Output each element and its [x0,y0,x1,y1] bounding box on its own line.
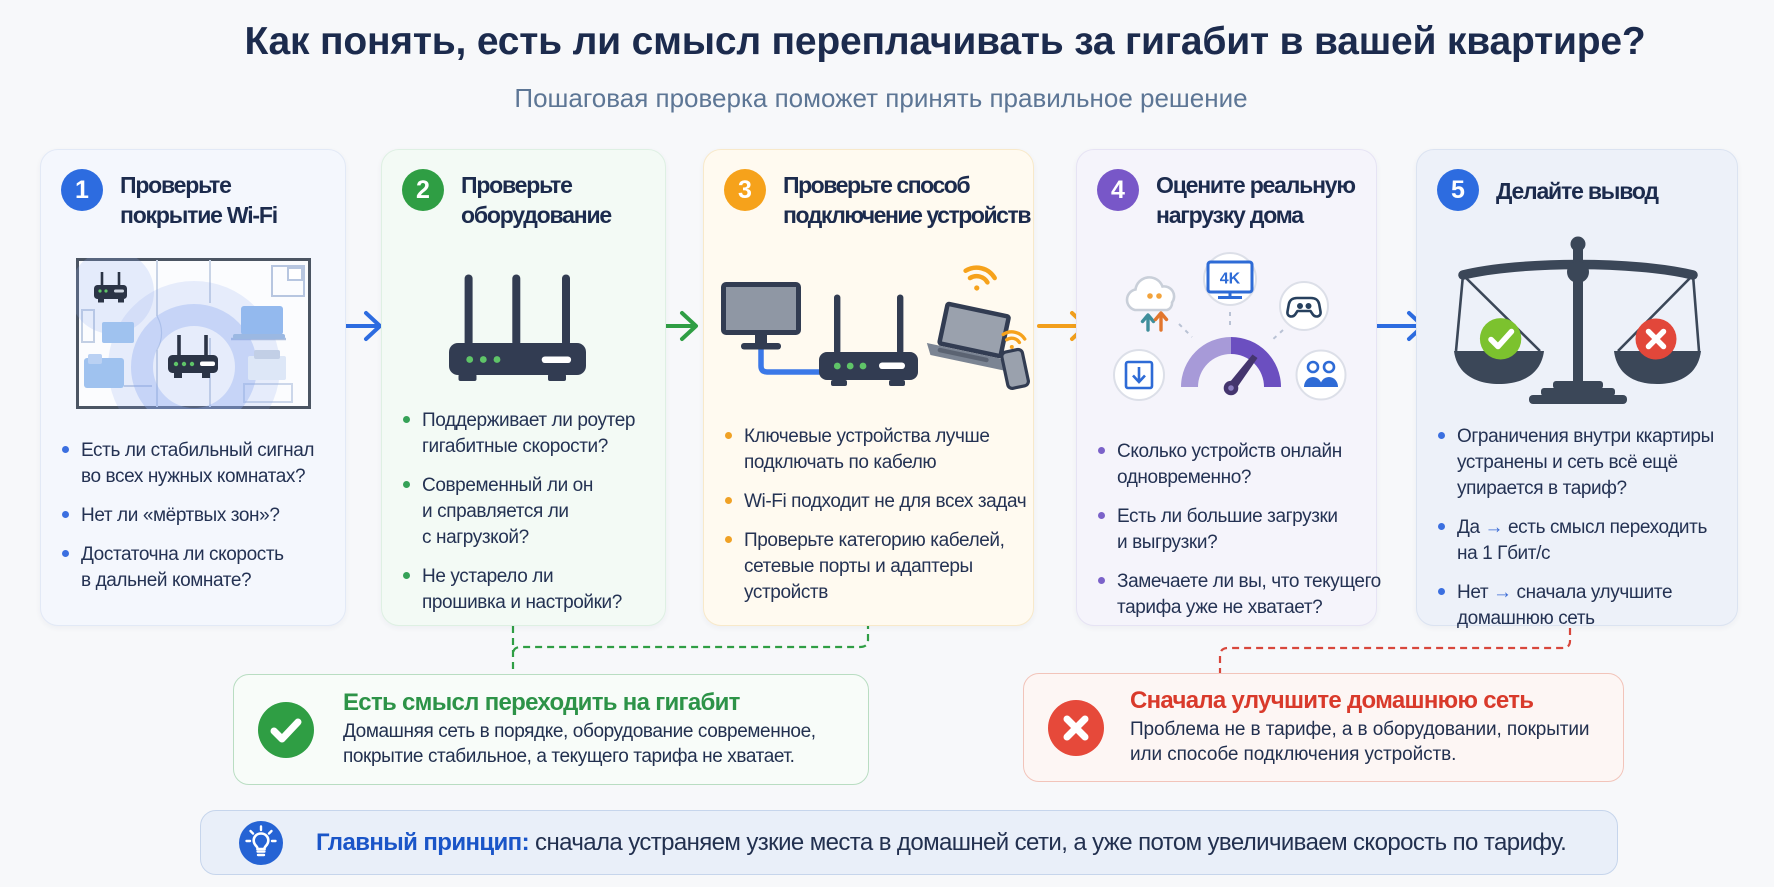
svg-text:4K: 4K [1220,271,1241,288]
